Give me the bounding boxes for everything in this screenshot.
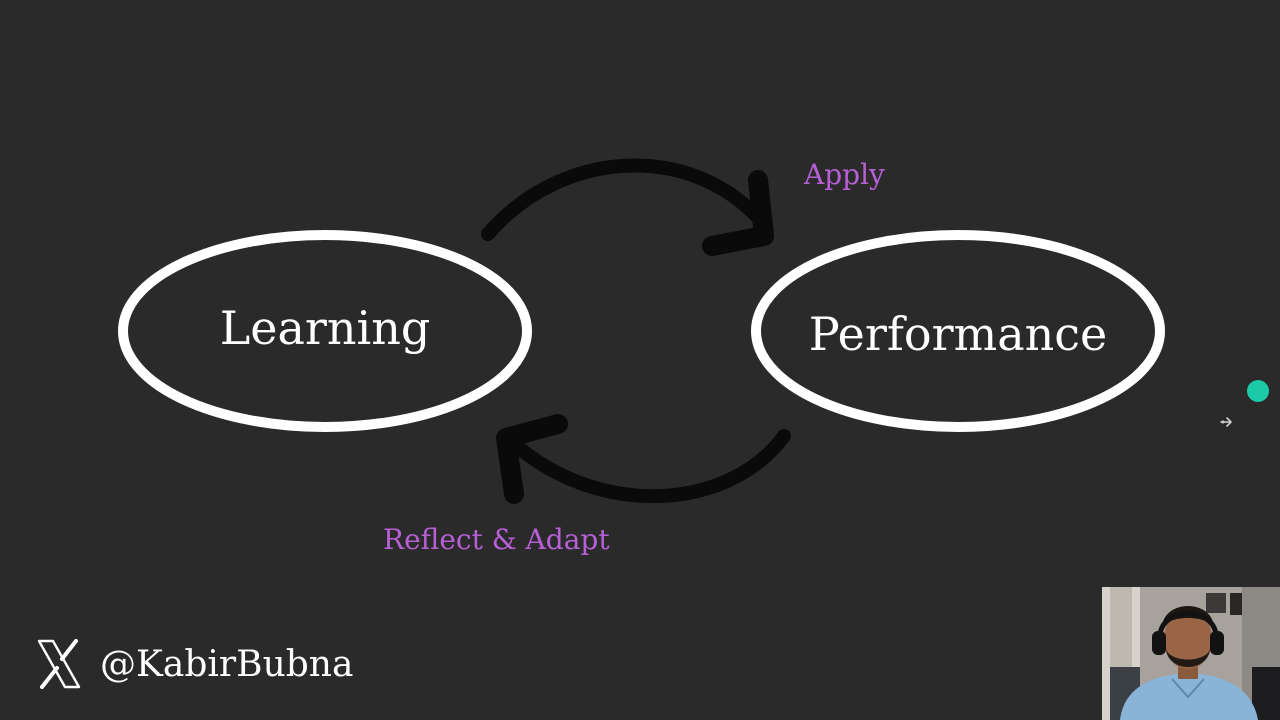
apply-arrow-head	[702, 170, 774, 256]
learning-node-outline	[118, 230, 532, 432]
reflect-adapt-edge-label: Reflect & Adapt	[383, 523, 610, 556]
presenter-webcam	[1102, 587, 1280, 720]
handle-text: @KabirBubna	[100, 643, 354, 685]
x-logo-icon	[37, 639, 81, 689]
apply-edge-label: Apply	[804, 158, 885, 191]
reflect-arrow-head	[496, 414, 568, 504]
webcam-feed-image	[1102, 587, 1280, 720]
performance-node-outline	[751, 230, 1165, 432]
learning-node-label: Learning	[219, 301, 431, 355]
performance-node-label: Performance	[808, 307, 1108, 361]
laser-pointer-dot	[1247, 380, 1269, 402]
social-handle: @KabirBubna	[36, 636, 353, 692]
arrow-cursor-icon	[1220, 417, 1232, 427]
apply-arrow-shaft	[481, 158, 769, 241]
reflect-arrow-shaft	[505, 429, 791, 504]
